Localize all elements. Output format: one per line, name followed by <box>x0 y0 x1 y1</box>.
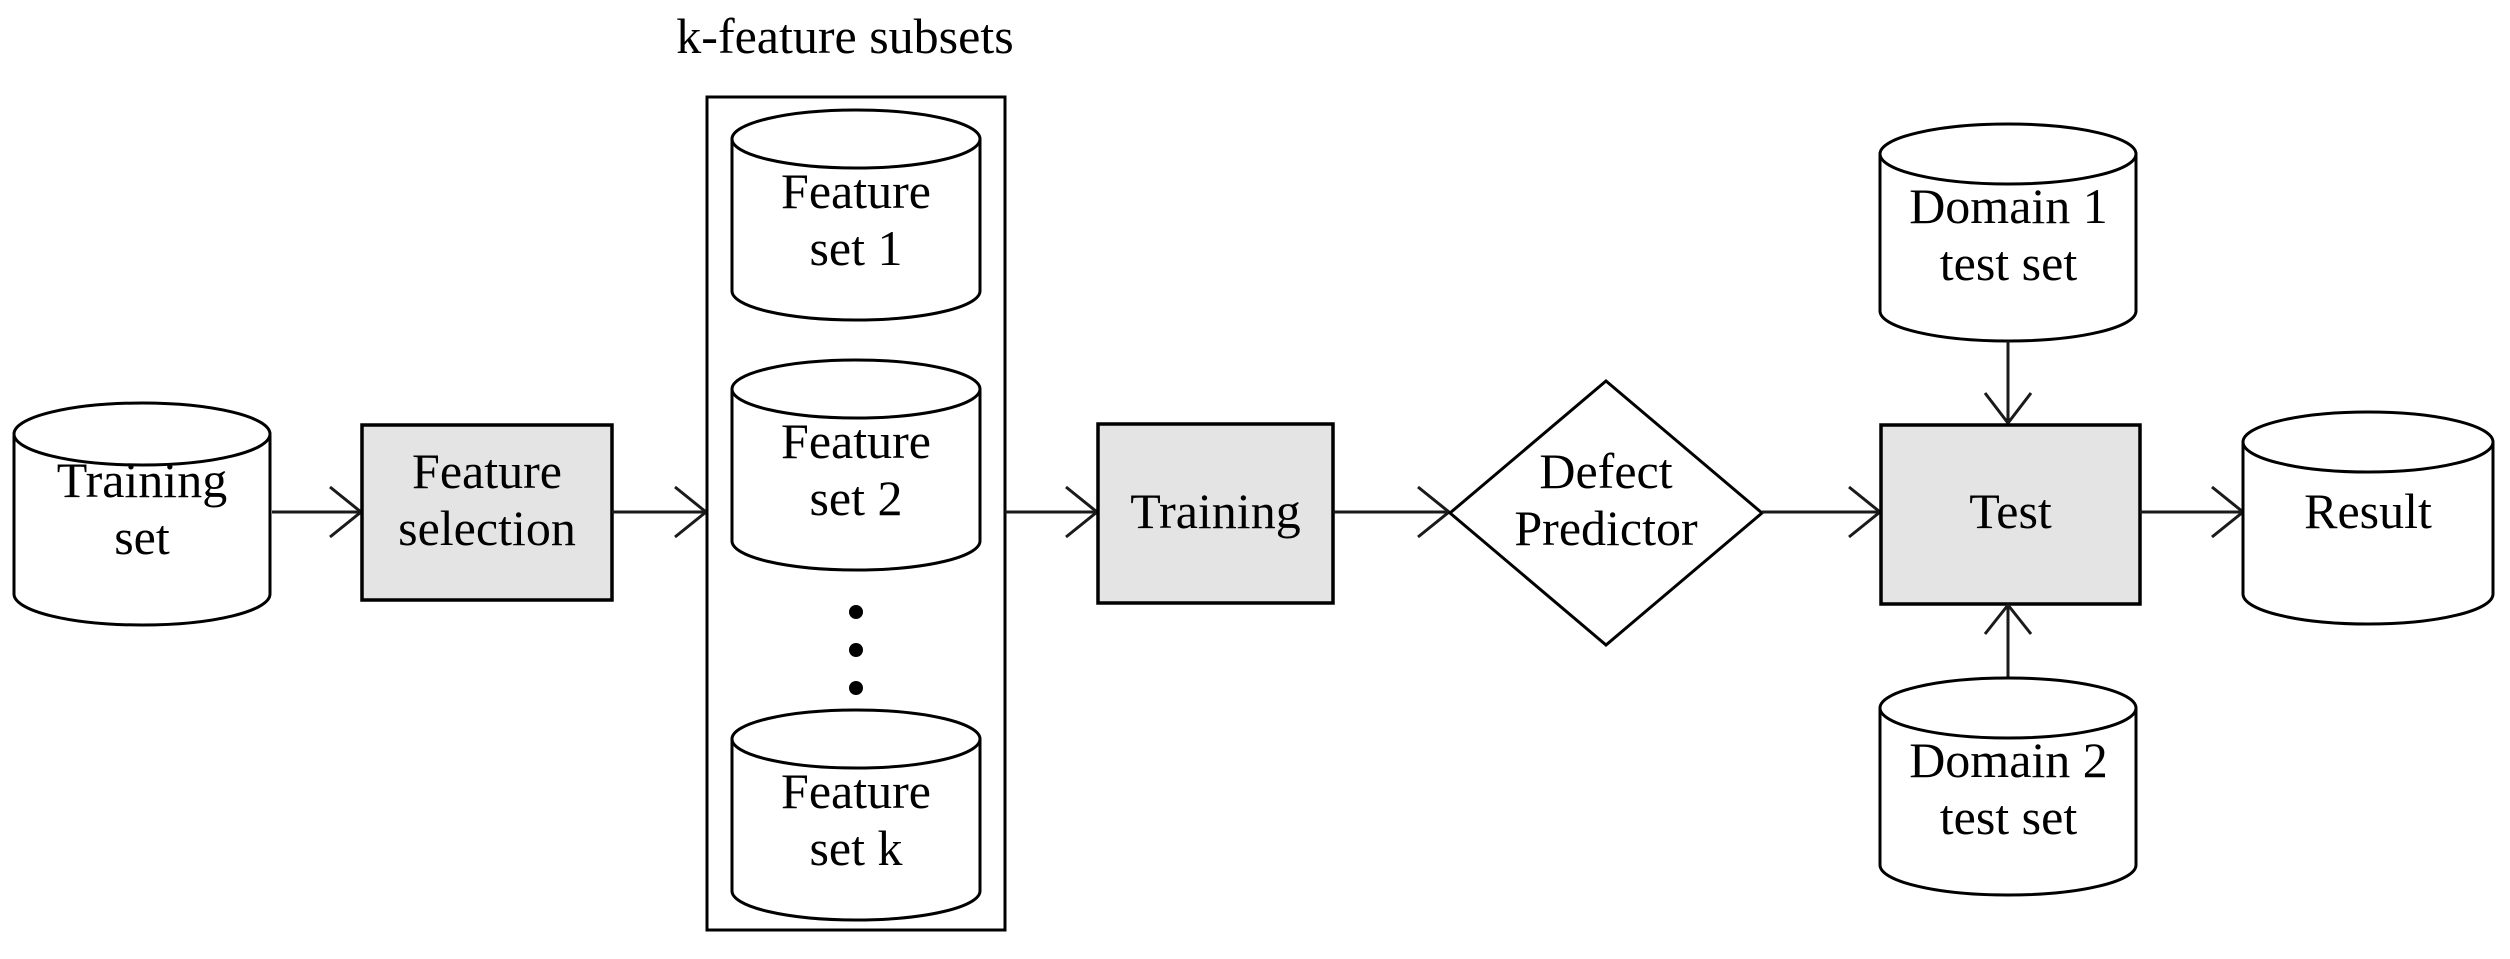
feature-set-2-cylinder[interactable] <box>730 358 982 572</box>
test-box[interactable] <box>1879 423 2142 606</box>
edge-featureselection-to-subsets <box>612 485 709 539</box>
vertical-ellipsis-icon <box>849 605 863 695</box>
edge-domain1-to-test <box>1983 341 2033 426</box>
training-set-cylinder[interactable] <box>12 401 272 627</box>
edge-domain2-to-test <box>1983 602 2033 680</box>
domain2-test-set-cylinder[interactable] <box>1878 676 2138 897</box>
edge-test-to-result <box>2140 485 2246 539</box>
edge-defectpredictor-to-test <box>1762 485 1883 539</box>
domain1-test-set-cylinder[interactable] <box>1878 122 2138 343</box>
feature-set-k-cylinder[interactable] <box>730 708 982 922</box>
feature-selection-box[interactable] <box>360 423 614 602</box>
result-cylinder[interactable] <box>2241 410 2495 626</box>
edge-trainingset-to-featureselection <box>272 485 364 539</box>
feature-set-1-cylinder[interactable] <box>730 108 982 322</box>
edge-training-to-defectpredictor <box>1333 485 1452 539</box>
training-box[interactable] <box>1096 422 1335 605</box>
defect-predictor-diamond[interactable] <box>1447 379 1765 647</box>
edge-subsets-to-training <box>1005 485 1100 539</box>
